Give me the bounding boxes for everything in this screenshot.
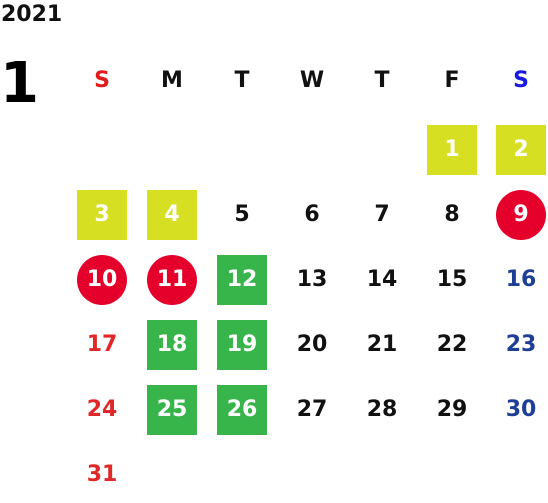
day-cell[interactable]: 28 — [366, 397, 398, 422]
day-cell[interactable]: 21 — [366, 332, 398, 357]
weekday-wed: W — [299, 68, 325, 93]
day-cell[interactable]: 5 — [234, 202, 250, 227]
day-cell[interactable]: 16 — [505, 267, 537, 292]
weekday-tue: T — [234, 68, 250, 93]
day-cell[interactable]: 31 — [86, 462, 118, 487]
day-cell[interactable]: 30 — [505, 397, 537, 422]
day-cell[interactable]: 12 — [217, 255, 267, 305]
day-cell[interactable]: 17 — [86, 332, 118, 357]
day-cell[interactable]: 7 — [374, 202, 390, 227]
day-cell[interactable]: 20 — [296, 332, 328, 357]
day-cell[interactable]: 15 — [436, 267, 468, 292]
day-cell[interactable]: 3 — [77, 190, 127, 240]
day-cell[interactable]: 9 — [496, 190, 546, 240]
day-cell[interactable]: 25 — [147, 385, 197, 435]
day-cell[interactable]: 10 — [77, 255, 127, 305]
weekday-sat: S — [513, 68, 529, 93]
day-cell[interactable]: 1 — [427, 125, 477, 175]
weekday-sun: S — [94, 68, 110, 93]
day-cell[interactable]: 19 — [217, 320, 267, 370]
weekday-mon: M — [161, 68, 183, 93]
day-cell[interactable]: 14 — [366, 267, 398, 292]
weekday-thu: T — [374, 68, 390, 93]
day-cell[interactable]: 11 — [147, 255, 197, 305]
day-cell[interactable]: 24 — [86, 397, 118, 422]
day-cell[interactable]: 22 — [436, 332, 468, 357]
day-cell[interactable]: 18 — [147, 320, 197, 370]
day-cell[interactable]: 29 — [436, 397, 468, 422]
day-cell[interactable]: 6 — [304, 202, 320, 227]
calendar-year: 2021 — [1, 2, 63, 27]
calendar-month: 1 — [0, 51, 39, 116]
day-cell[interactable]: 4 — [147, 190, 197, 240]
day-cell[interactable]: 27 — [296, 397, 328, 422]
day-cell[interactable]: 26 — [217, 385, 267, 435]
day-cell[interactable]: 8 — [444, 202, 460, 227]
day-cell[interactable]: 13 — [296, 267, 328, 292]
day-cell[interactable]: 23 — [505, 332, 537, 357]
weekday-fri: F — [444, 68, 460, 93]
day-cell[interactable]: 2 — [496, 125, 546, 175]
